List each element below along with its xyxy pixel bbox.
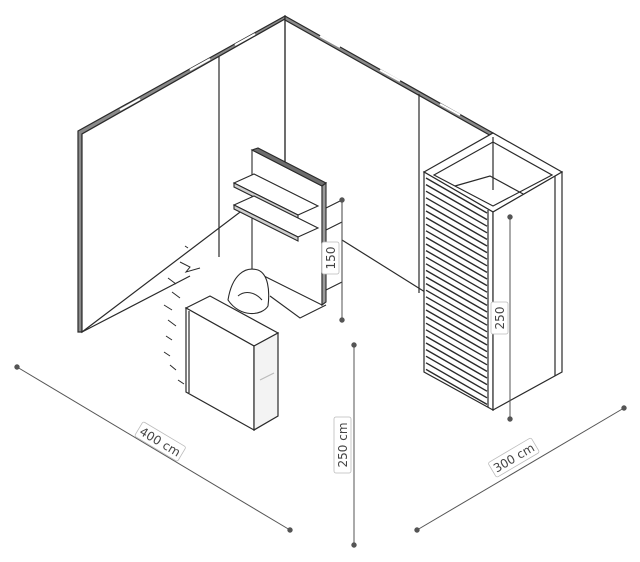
width-dimension-end [287,527,293,533]
shelf-unit [232,147,343,319]
cabinet-slat [425,263,488,300]
cabinet-slat [425,190,488,227]
counter-side-detail [259,372,275,381]
shelf-rack-post-4 [325,281,343,291]
cabinet-slat [425,355,488,392]
cabinet-slat [425,243,488,280]
width-dimension-start [14,364,20,370]
wall-height-label: 250 cm [336,422,350,467]
chair-seat-line [237,291,263,301]
shelf-height-label: 150 [324,247,338,270]
shelf-rack-post-3 [325,221,343,231]
cabinet-height-label-group: 250 [490,301,509,335]
chair [227,268,270,315]
depth-label-box [488,437,540,478]
depth-dimension-line [416,407,625,531]
shelf-floor-outline [269,295,327,319]
counter [163,245,280,432]
floor-line-right [341,239,426,293]
cabinet-slats [425,177,488,406]
cabinet-slat [425,223,488,260]
dimension-lines [14,197,627,548]
depth-dimension-start [414,527,420,533]
counter-side [253,331,279,432]
cabinet-slat [425,296,488,333]
cabinet-slat [425,256,488,293]
right-wall-top [284,14,494,139]
cabinet-slat [425,276,488,313]
cabinet-slat [425,322,488,359]
shelf-height-label-box [321,241,340,275]
cabinet [422,132,564,412]
cabinet-slat [425,236,488,274]
cabinet-slat [425,249,488,287]
cabinet-slat [425,362,488,399]
cabinet-slat [425,203,488,241]
wall-top-highlights [119,33,461,116]
cabinet-slat [425,315,488,353]
cabinet-slat [425,177,488,214]
back-walls [77,14,494,334]
wall-height-dimension-top [351,342,357,348]
floor-line-left [81,275,191,333]
depth-label-group: 300 cm [488,437,540,478]
wall-height-label-box [333,416,352,474]
cabinet-height-label: 250 [493,307,507,330]
cabinet-slat [425,183,488,221]
cabinet-slat [425,342,488,379]
chair-shell [227,268,270,315]
shelf-height-label-group: 150 [321,241,340,275]
cabinet-top-inner-line [454,175,526,196]
shelf-height-dimension-top [339,197,345,203]
cabinet-slat [425,197,488,234]
cabinet-slat [425,289,488,326]
width-dimension-line [16,366,291,531]
cabinet-height-dimension-top [507,214,513,220]
cabinet-slat [425,269,488,307]
shelf-height-dimension-bottom [339,317,345,323]
cabinet-slat [425,230,488,267]
shelf-rack-post-2 [325,199,343,209]
depth-dimension-end [621,405,627,411]
cabinet-slat [425,210,488,247]
cabinet-slat [425,282,488,320]
wall-height-dimension-bottom [351,542,357,548]
cabinet-slat [425,329,488,366]
cabinet-height-label-box [490,301,509,335]
wall-height-label-group: 250 cm [333,416,352,474]
cabinet-slat [425,302,488,340]
cabinet-slat [425,309,488,346]
cabinet-slat [425,368,488,406]
cabinet-slat [425,216,488,254]
width-label-box [134,421,186,462]
shelf-board-mid-edge [233,204,299,242]
cabinet-height-dimension-bottom [507,416,513,422]
cabinet-side [492,170,563,412]
cabinet-slat [425,348,488,386]
counter-floor-marks [163,245,201,385]
cabinet-slat [425,335,488,373]
